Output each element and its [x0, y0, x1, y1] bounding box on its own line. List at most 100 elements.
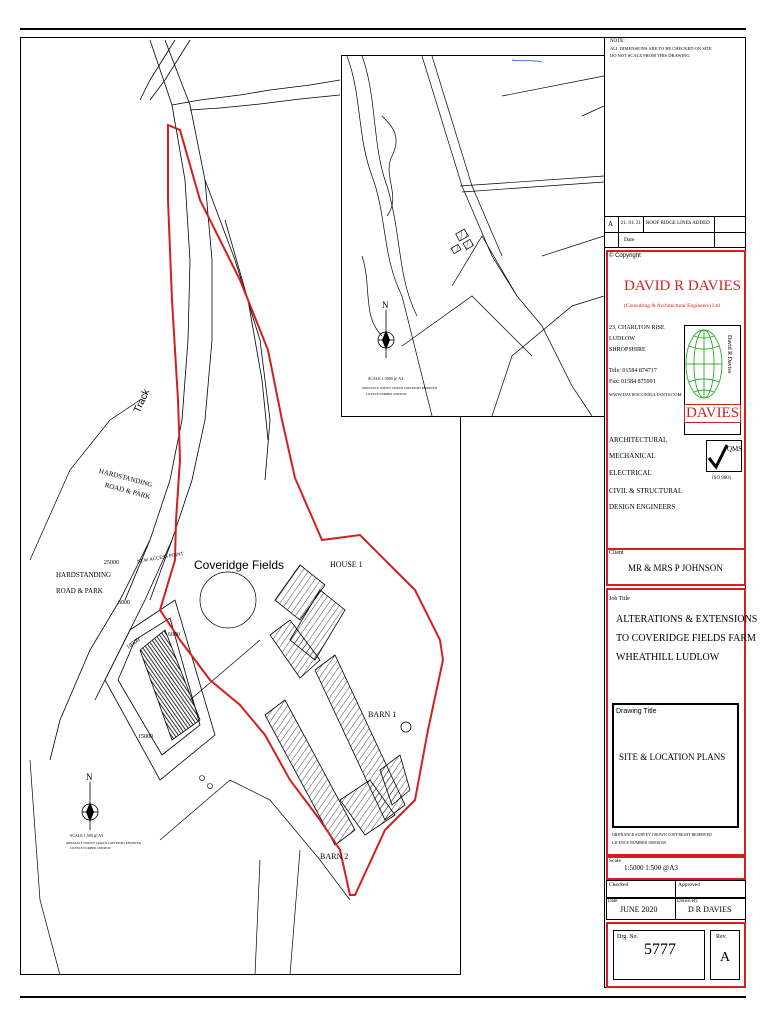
drawn-value: D R DAVIES	[688, 905, 732, 914]
job-title-line-1: ALTERATIONS & EXTENSIONS	[616, 614, 758, 625]
firm-subtitle: (Consulting & Architectural Engineers) L…	[624, 303, 720, 309]
site-north-label: N	[86, 772, 93, 782]
job-title-line-2: TO COVERIDGE FIELDS FARM	[616, 633, 756, 644]
discipline-3: ELECTRICAL	[609, 469, 652, 477]
location-os-note-1: ORDNANCE SURVEY CROWN COPYRIGHT RESERVED	[362, 386, 437, 390]
drawing-frame-bottom	[20, 974, 460, 975]
track-lines	[49, 39, 341, 761]
job-title-line-3: WHEATHILL LUDLOW	[616, 652, 720, 663]
rev-date: 21. 01. 21	[621, 221, 641, 226]
rev-value: A	[720, 950, 731, 965]
note-line-1: ALL DIMENSIONS ARE TO BE CHECKED ON SITE	[610, 46, 712, 51]
drawing-title-label: Drawing Title	[616, 708, 657, 715]
discipline-4: CIVIL & STRUCTURAL	[609, 487, 683, 495]
location-scale-note: SCALE 1:5000 @ A3	[368, 376, 404, 381]
dim-15000: 15000	[138, 734, 153, 740]
house-1-label: HOUSE 1	[330, 560, 363, 569]
scale-value: 1:5000 1:500 @A3	[624, 864, 678, 872]
site-os-note-1: ORDNANCE SURVEY CROWN COPYRIGHT RESERVED	[66, 841, 141, 845]
address-1: 23, CHARLTON RISE	[609, 325, 665, 331]
farm-buildings	[264, 564, 411, 846]
drawing-title-box	[612, 703, 739, 828]
qms-label: QMS	[727, 445, 743, 453]
dim-6000-a: 6000	[118, 600, 130, 606]
job-title-panel	[606, 588, 746, 856]
site-os-note-2: LICENCE NUMBER 100036339	[70, 846, 111, 850]
logo-text: DAVIES	[684, 404, 742, 423]
sheet-top-rule	[20, 28, 746, 30]
iso-label: ISO 9001	[712, 476, 732, 481]
globe-logo-icon	[685, 329, 723, 399]
rev-letter: A	[608, 220, 614, 228]
date-value: JUNE 2020	[620, 905, 658, 914]
discipline-1: ARCHITECTURAL	[609, 436, 668, 444]
checked-approved-row	[606, 880, 746, 898]
rev-row-divider	[604, 232, 746, 233]
sheet-bottom-rule	[20, 996, 746, 998]
drawing-title-value: SITE & LOCATION PLANS	[619, 752, 726, 762]
drawing-frame-left	[20, 37, 21, 975]
marker-circle-a	[199, 775, 205, 781]
approved-label: Approved	[678, 882, 700, 888]
location-north-arrow: N	[376, 300, 396, 360]
coveridge-fields-label: Coveridge Fields	[194, 558, 285, 572]
dim-25000: 25000	[104, 560, 119, 566]
feature-circle	[400, 721, 412, 733]
rev-label: Rev.	[716, 934, 727, 940]
logo-side-text: David R Davies	[726, 335, 732, 374]
address-2: LUDLOW	[609, 336, 635, 342]
site-boundary	[158, 123, 445, 896]
checked-divider	[675, 880, 676, 898]
discipline-2: MECHANICAL	[609, 452, 656, 460]
barn-1-label: BARN 1	[368, 710, 397, 719]
site-north-arrow: N	[80, 772, 100, 832]
drawing-frame-top	[20, 37, 604, 38]
site-plan	[29, 39, 445, 976]
rev-col-divider-3	[714, 216, 715, 248]
scale-panel	[606, 856, 746, 880]
address-3: SHROPSHIRE	[609, 347, 646, 353]
drawn-label: Drawn By	[677, 899, 698, 904]
drg-no-label: Drg. No.	[617, 934, 639, 940]
rev-col-divider-1	[618, 216, 619, 248]
date2-label: Date	[608, 899, 618, 904]
parking-block	[139, 629, 201, 741]
rev-col-divider-2	[643, 216, 644, 232]
tb-os-note-1: ORDNANCE SURVEY CROWN COPYRIGHT RESERVED	[612, 832, 712, 837]
hardstanding-area	[104, 599, 216, 781]
north-arrow-icon	[377, 310, 395, 358]
firm-name: DAVID R DAVIES	[624, 278, 741, 294]
date-drawn-row	[606, 898, 746, 920]
copyright-label: © Copyright	[609, 253, 641, 259]
job-title-label: Job Title	[609, 596, 630, 602]
drg-no-value: 5777	[644, 941, 676, 958]
note-title: NOTE:	[610, 39, 625, 44]
client-panel	[606, 548, 746, 586]
hardstanding-label-2: HARDSTANDING	[56, 571, 112, 579]
checkmark-icon	[707, 444, 729, 470]
location-plan-map	[346, 56, 604, 416]
location-north-label: N	[382, 300, 389, 310]
drawing-frame-mid	[460, 416, 461, 975]
scale-label: Scale	[609, 858, 621, 864]
date-label: Date	[624, 237, 635, 243]
marker-circle-b	[207, 783, 213, 789]
client-value: MR & MRS P JOHNSON	[628, 563, 723, 573]
site-scale-note: SCALE 1:500 @ A3	[70, 833, 104, 838]
barn-2-label: BARN 2	[320, 852, 349, 861]
location-os-note-2: LICENCE NUMBER 100036339	[366, 392, 407, 396]
discipline-5: DESIGN ENGINEERS	[609, 503, 676, 511]
dim-6000-b: 6000	[168, 632, 180, 638]
note-line-2: DO NOT SCALE FROM THIS DRAWING	[610, 53, 690, 58]
fax: Fax: 01584 875991	[609, 379, 656, 385]
rev-desc: ROOF RIDGE LINES ADDED	[646, 221, 710, 226]
date-divider	[675, 898, 676, 920]
drg-no-box	[613, 930, 705, 980]
website: WWW.DAVIESCONSULTANTS.COM	[609, 392, 682, 397]
drg-no-panel	[606, 922, 746, 988]
client-label: Client	[609, 550, 624, 556]
qms-badge	[706, 440, 742, 472]
logo-box	[684, 325, 741, 435]
rev-box	[710, 930, 740, 980]
tb-os-note-2: LICENCE NUMBER 100036339	[612, 840, 666, 845]
